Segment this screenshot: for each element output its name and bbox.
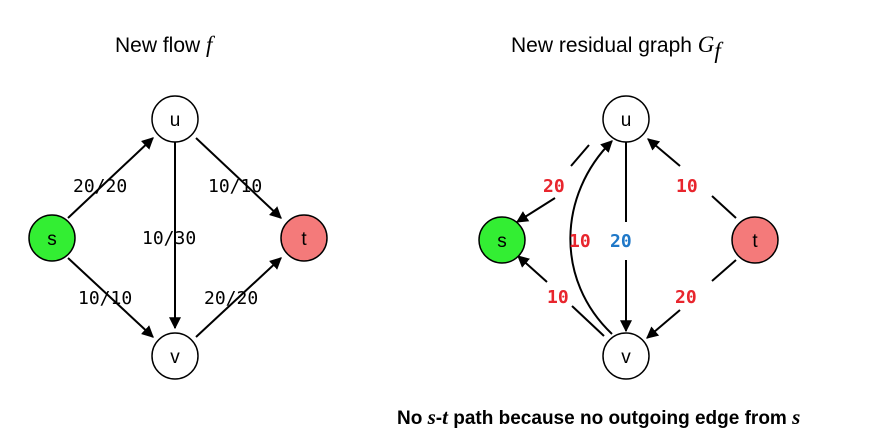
svg-text:v: v (170, 347, 180, 368)
caption: No s-t path because no outgoing edge fro… (397, 405, 800, 429)
edge-t-v-res-tail (711, 259, 737, 282)
edge-u-s-res (515, 197, 556, 223)
edge-label-v-u-res: 10 (569, 231, 591, 252)
left-node-u: u (151, 95, 199, 143)
edge-v-u-res (569, 140, 613, 335)
svg-text:u: u (170, 110, 181, 131)
right-node-s: s (478, 216, 526, 264)
svg-text:t: t (301, 229, 307, 250)
edge-label-u-v: 10/30 (142, 228, 196, 249)
left-node-t: t (280, 214, 328, 262)
edge-v-s-res (517, 255, 548, 283)
svg-text:s: s (47, 229, 57, 250)
right-title: New residual graph Gf (511, 32, 724, 63)
edge-label-t-v-res: 20 (675, 287, 697, 308)
edge-s-u (67, 137, 154, 219)
left-node-v: v (151, 332, 199, 380)
left-title: New flow f (115, 32, 216, 57)
edge-t-u-res (647, 138, 681, 167)
edge-t-v-res (646, 309, 681, 339)
edge-label-u-t: 10/10 (208, 176, 262, 197)
left-node-s: s (28, 214, 76, 262)
edge-t-u-res-tail (711, 195, 737, 219)
edge-label-v-s-res: 10 (547, 287, 569, 308)
svg-text:v: v (621, 347, 631, 368)
edge-label-s-v: 10/10 (78, 288, 132, 309)
edge-label-v-t: 20/20 (204, 288, 258, 309)
right-node-v: v (602, 332, 650, 380)
edge-label-u-v-res: 20 (610, 231, 632, 252)
edge-label-s-u: 20/20 (73, 176, 127, 197)
svg-text:t: t (752, 231, 758, 252)
svg-text:u: u (621, 110, 632, 131)
edge-label-t-u-res: 10 (676, 176, 698, 197)
edge-v-s-res-tail (571, 305, 605, 337)
svg-text:s: s (497, 231, 507, 252)
edge-label-u-s-res: 20 (543, 176, 565, 197)
edge-v-t (195, 257, 282, 338)
edge-u-s-res-tail (570, 144, 590, 167)
right-node-u: u (602, 95, 650, 143)
edge-u-t (195, 137, 282, 219)
edge-s-v (67, 257, 154, 338)
right-node-t: t (731, 216, 779, 264)
